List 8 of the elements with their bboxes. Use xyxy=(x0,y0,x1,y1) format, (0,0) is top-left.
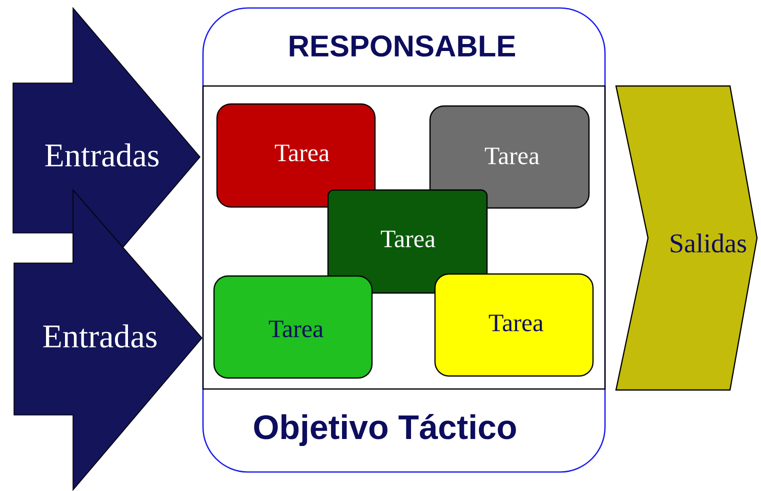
task-box: Tarea xyxy=(327,189,488,294)
task-box: Tarea xyxy=(434,273,594,377)
task-box: Tarea xyxy=(213,275,373,379)
task-box: Tarea xyxy=(429,105,590,209)
task-box: Tarea xyxy=(216,103,376,208)
node-label: Entradas xyxy=(43,324,157,348)
pointed-block: Entradas xyxy=(14,188,203,491)
output-chevron: Salidas xyxy=(615,85,758,391)
